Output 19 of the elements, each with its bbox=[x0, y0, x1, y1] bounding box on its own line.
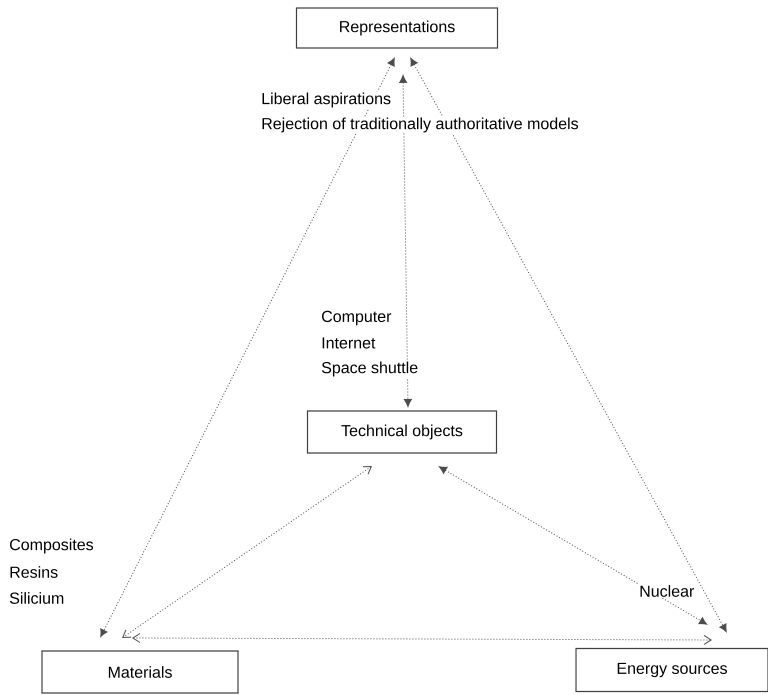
concept-box: Representations bbox=[296, 7, 498, 49]
connector-arrow bbox=[122, 466, 372, 638]
annotation-text: Rejection of traditionally authoritative models bbox=[260, 116, 580, 134]
connector-arrow bbox=[399, 75, 412, 407]
annotation-text: Internet bbox=[320, 336, 376, 350]
annotation-text: Space shuttle bbox=[320, 360, 420, 378]
annotation-text: Silicium bbox=[8, 591, 66, 605]
connector-arrow bbox=[438, 466, 708, 625]
annotation-text: Liberal aspirations bbox=[260, 92, 392, 108]
annotation-text: Computer bbox=[320, 310, 392, 326]
concept-box: Technical objects bbox=[306, 410, 498, 454]
concept-box: Energy sources bbox=[575, 648, 768, 692]
connector-arrow bbox=[410, 58, 727, 632]
connector-arrow bbox=[132, 633, 712, 645]
annotation-text: Resins bbox=[8, 565, 60, 579]
annotation-text: Composites bbox=[8, 538, 95, 554]
annotation-text: Nuclear bbox=[638, 584, 696, 598]
connector-arrow bbox=[100, 58, 395, 638]
concept-box: Materials bbox=[41, 650, 239, 694]
